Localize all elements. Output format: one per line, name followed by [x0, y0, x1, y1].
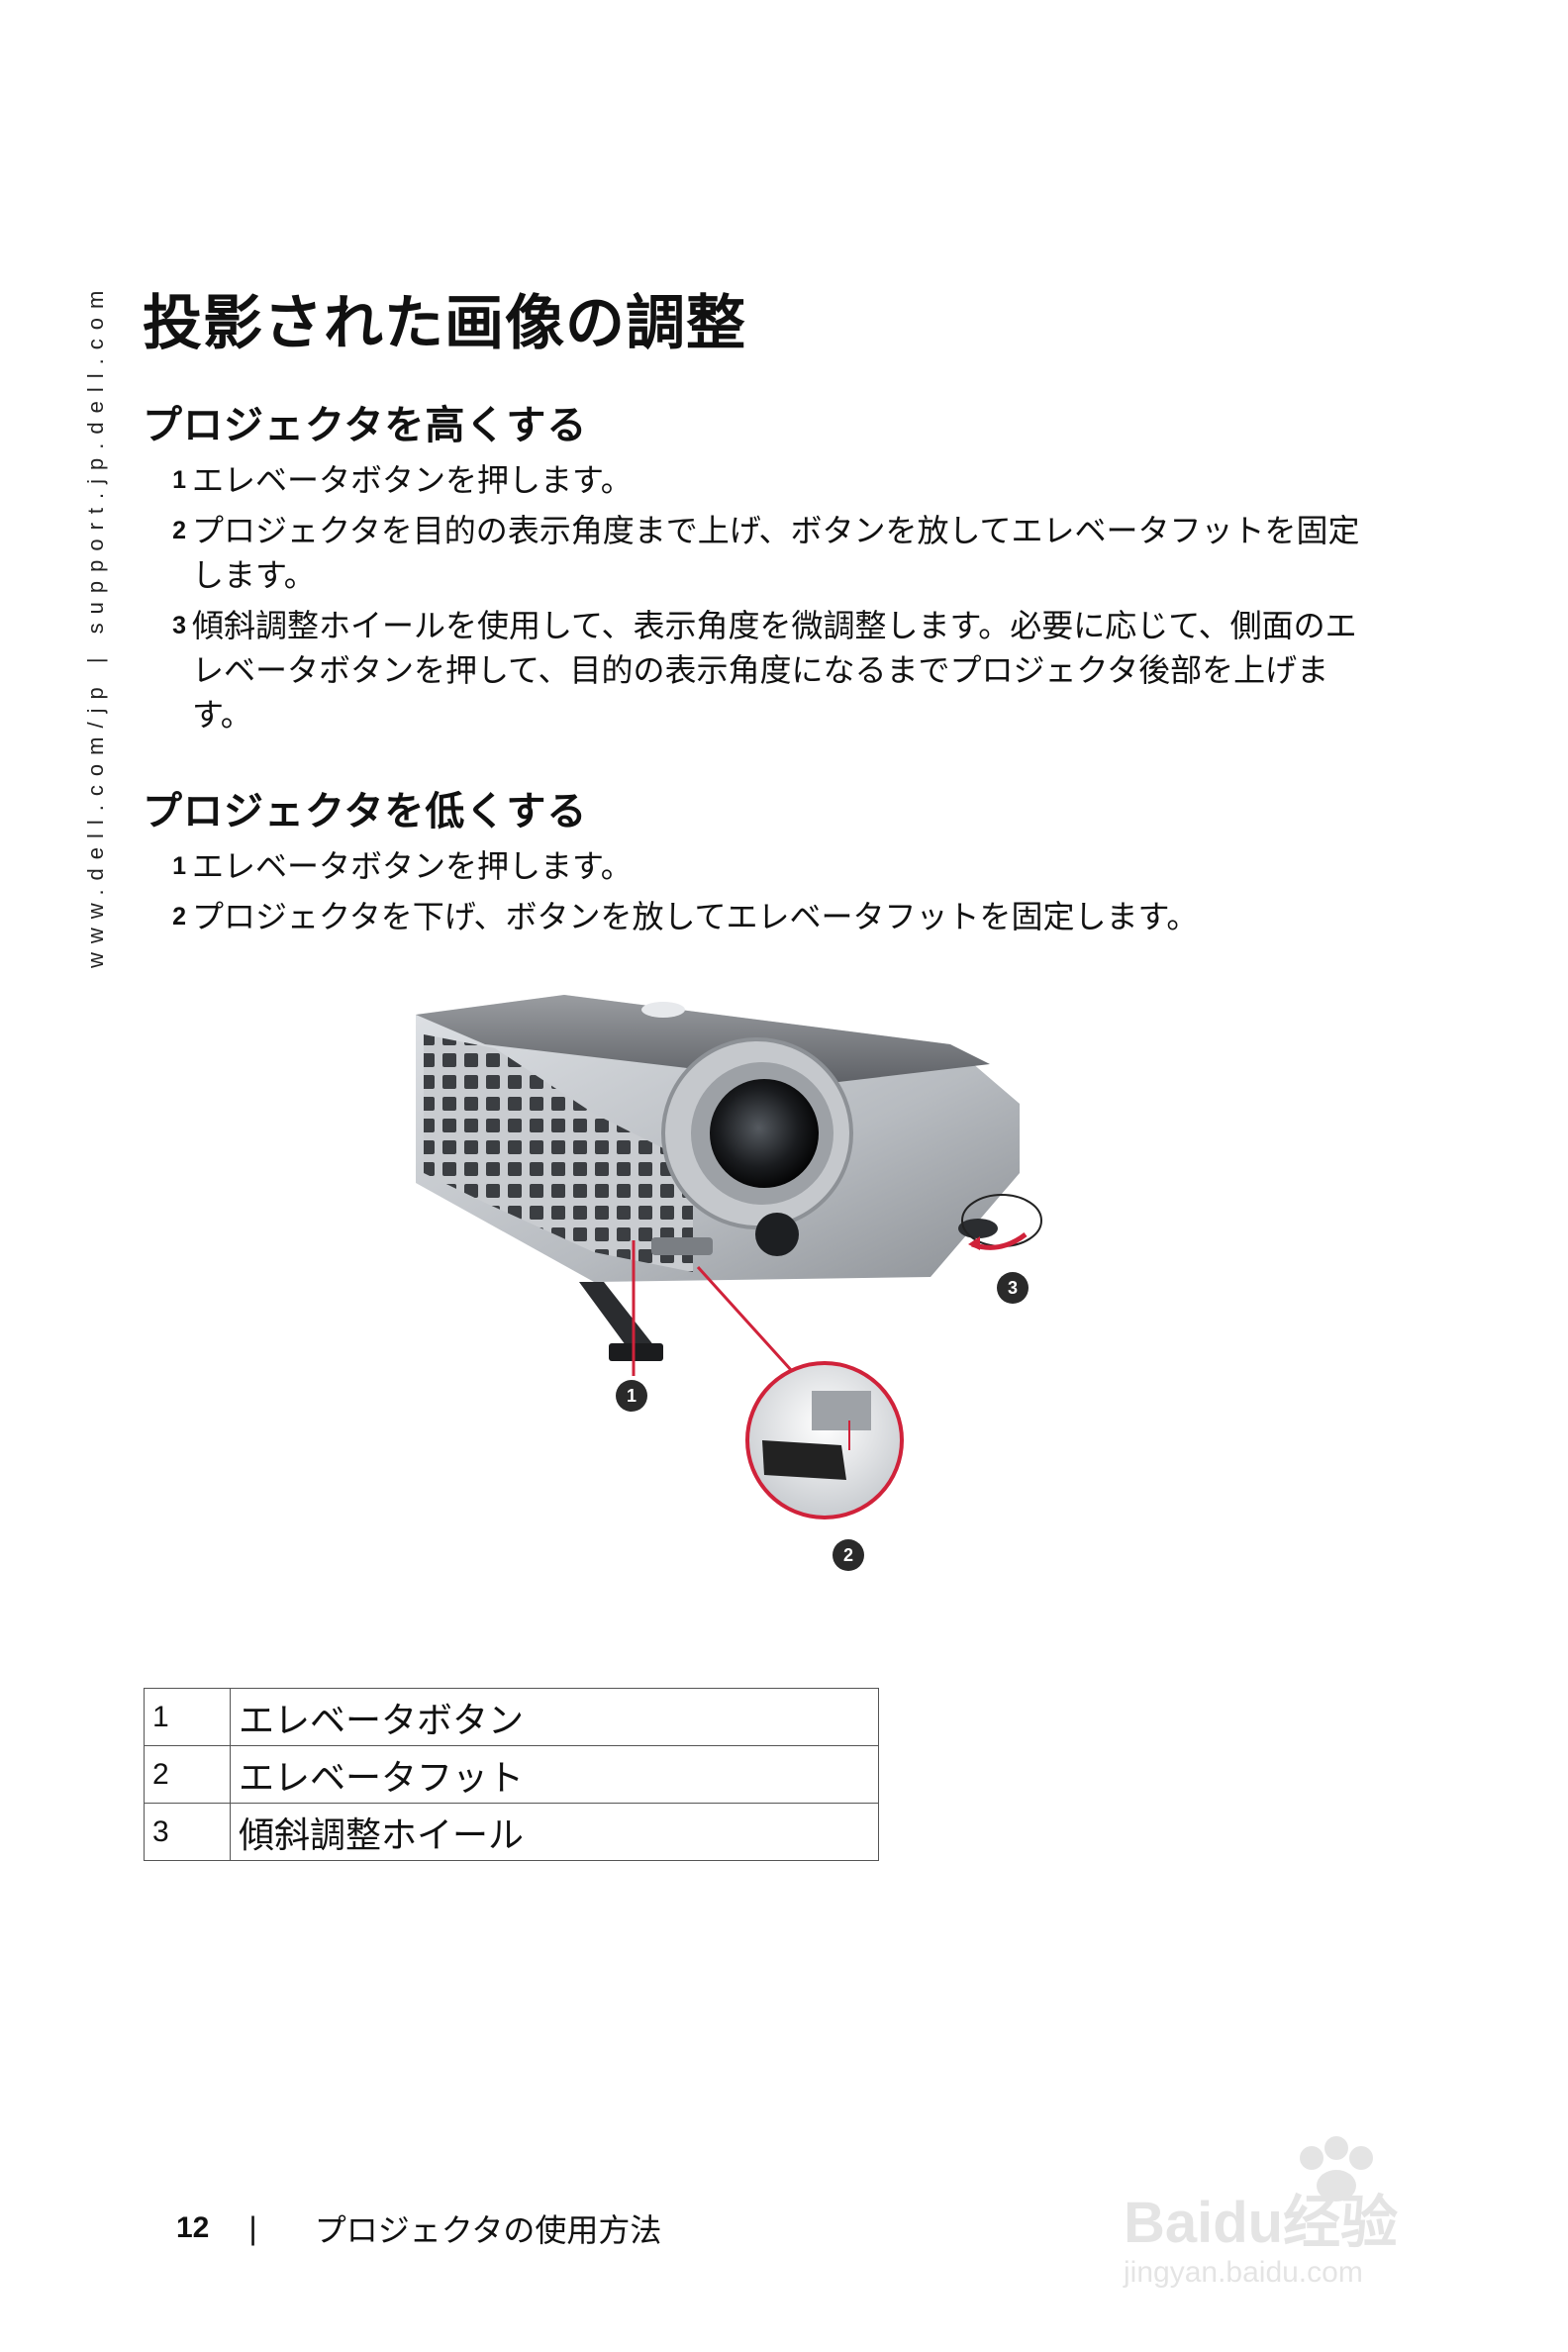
callout-badge-3 — [997, 1272, 1029, 1304]
vent-grille — [424, 1034, 693, 1272]
projector-top — [416, 995, 990, 1084]
foot-detail-inset — [745, 1361, 904, 1519]
page-footer: 12 | プロジェクタの使用方法 — [176, 2205, 661, 2251]
callout-number-3: 3 — [1008, 1278, 1018, 1298]
callout-badge-1 — [616, 1380, 647, 1412]
step-text: エレベータボタンを押します。 — [192, 847, 633, 885]
step-text: 傾斜調整ホイールを使用して、表示角度を微調整します。必要に応じて、側面のエレベー… — [192, 607, 1357, 734]
step-item: 3 傾斜調整ホイールを使用して、表示角度を微調整します。必要に応じて、側面のエレ… — [143, 604, 1380, 737]
step-number: 2 — [172, 903, 186, 931]
side-url: www.dell.com/jp | support.jp.dell.com — [83, 281, 108, 968]
legend-number: 1 — [144, 1688, 231, 1746]
section-raise: プロジェクタを高くする 1 エレベータボタンを押します。 2 プロジェクタを目的… — [143, 393, 1380, 743]
logo-badge — [641, 1002, 685, 1018]
callout-number-2: 2 — [843, 1545, 853, 1565]
step-number: 1 — [172, 852, 186, 880]
projector-figure: 1 2 3 — [396, 877, 1049, 1622]
legend-number: 2 — [144, 1745, 231, 1804]
step-text: プロジェクタを目的の表示角度まで上げ、ボタンを放してエレベータフットを固定します… — [192, 512, 1360, 594]
elevator-foot-pad — [609, 1343, 663, 1361]
step-number: 1 — [172, 466, 186, 494]
callout-badge-2 — [833, 1539, 864, 1571]
step-text: エレベータボタンを押します。 — [192, 461, 633, 499]
ir-window — [755, 1213, 799, 1256]
step-item: 1 エレベータボタンを押します。 — [143, 458, 1380, 503]
table-row: 1 エレベータボタン — [144, 1688, 879, 1746]
callout-line-2 — [696, 1265, 794, 1373]
section-heading-lower: プロジェクタを低くする — [143, 789, 588, 834]
figure-legend-table: 1 エレベータボタン 2 エレベータフット 3 傾斜調整ホイール — [144, 1688, 879, 1861]
step-text: プロジェクタを下げ、ボタンを放してエレベータフットを固定します。 — [192, 898, 1199, 935]
step-item: 1 エレベータボタンを押します。 — [143, 844, 1380, 889]
watermark-url: jingyan.baidu.com — [1123, 2256, 1363, 2289]
baidu-watermark: Baidu经验 jingyan.baidu.com — [1114, 2118, 1470, 2301]
legend-label: エレベータフット — [230, 1745, 879, 1804]
section-lower: プロジェクタを低くする 1 エレベータボタンを押します。 2 プロジェクタを下げ… — [143, 779, 1380, 945]
footer-separator: | — [248, 2209, 257, 2246]
table-row: 3 傾斜調整ホイール — [144, 1803, 879, 1861]
page-title: 投影された画像の調整 — [143, 289, 746, 358]
chapter-title: プロジェクタの使用方法 — [314, 2211, 662, 2249]
section-heading-raise: プロジェクタを高くする — [143, 403, 588, 448]
projector-illustration: 1 2 3 — [416, 877, 1042, 1571]
legend-label: エレベータボタン — [230, 1688, 879, 1746]
paw-logo-icon: Baidu经验 jingyan.baidu.com — [1123, 2136, 1398, 2289]
elevator-foot — [579, 1282, 658, 1356]
table-row: 2 エレベータフット — [144, 1745, 879, 1804]
step-number: 3 — [172, 612, 186, 639]
watermark-brand: Baidu经验 — [1124, 2191, 1398, 2255]
step-item: 2 プロジェクタを目的の表示角度まで上げ、ボタンを放してエレベータフットを固定し… — [143, 509, 1380, 598]
lens — [710, 1079, 819, 1188]
step-number: 2 — [172, 517, 186, 544]
page-number: 12 — [176, 2211, 210, 2244]
step-item: 2 プロジェクタを下げ、ボタンを放してエレベータフットを固定します。 — [143, 895, 1380, 939]
legend-number: 3 — [144, 1803, 231, 1861]
rotate-arrow-head — [968, 1236, 980, 1250]
legend-label: 傾斜調整ホイール — [230, 1803, 879, 1861]
callout-number-1: 1 — [627, 1386, 637, 1406]
inset-foot — [762, 1440, 846, 1480]
inset-foot-top — [812, 1391, 871, 1430]
elevator-button — [651, 1237, 713, 1255]
